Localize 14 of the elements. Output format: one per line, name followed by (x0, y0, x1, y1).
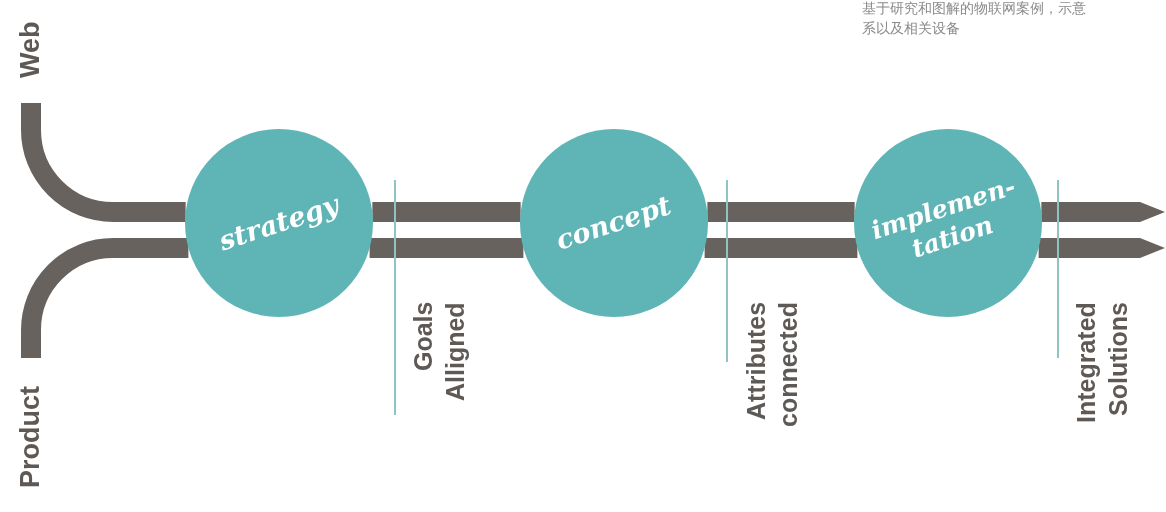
band-arrow (1041, 202, 1165, 222)
band-connector (21, 238, 189, 358)
band-connector (707, 202, 855, 222)
caption: 基于研究和图解的物联网案例，示意系以及相关设备 (862, 0, 1087, 38)
band-connector (372, 202, 521, 222)
milestone-label: Goals Alligned (408, 302, 470, 403)
band-connector (21, 103, 186, 222)
band-connector (704, 238, 858, 258)
milestone-label: Integrated Solutions (1071, 302, 1133, 425)
milestone-label: Attributes connected (741, 302, 803, 430)
input-label: Product (14, 362, 48, 512)
band-arrow (1038, 238, 1165, 258)
input-label: Web (14, 2, 48, 98)
band-connector (369, 238, 524, 258)
